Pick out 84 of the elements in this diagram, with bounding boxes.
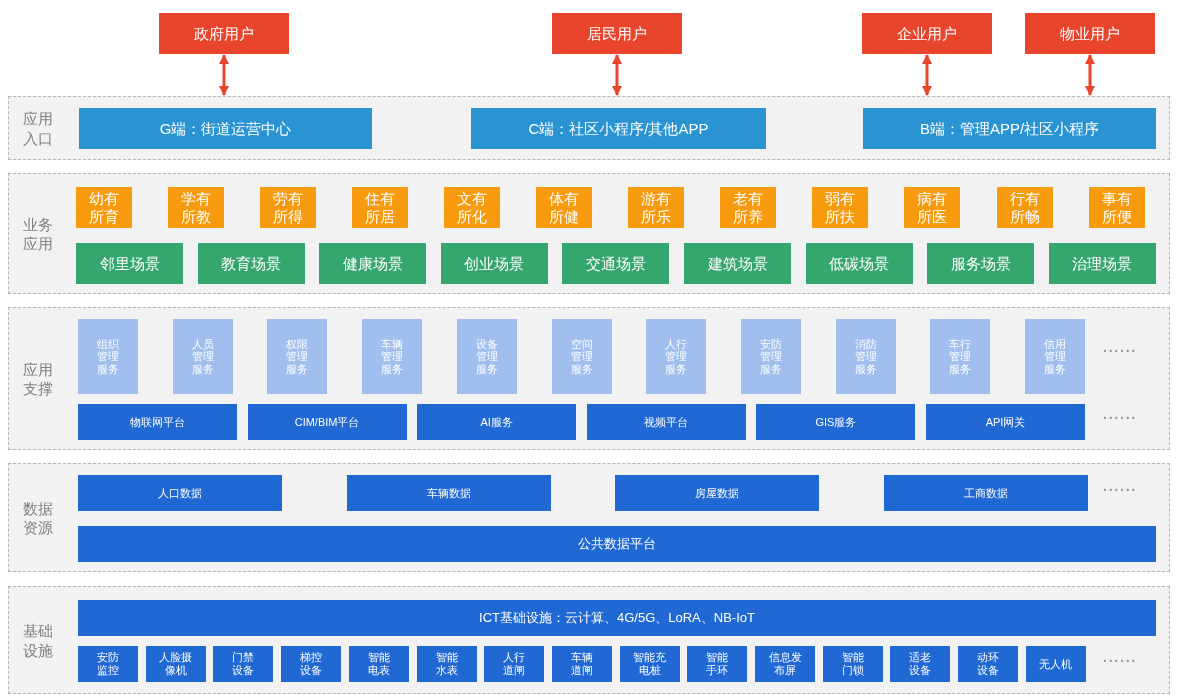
data-box: 房屋数据	[615, 475, 819, 511]
goal-box: 文有所化	[444, 187, 501, 228]
entry-box: B端：管理APP/社区小程序	[863, 108, 1156, 149]
goal-box: 学有所教	[168, 187, 225, 228]
goal-box: 体有所健	[536, 187, 593, 228]
scene-box: 健康场景	[319, 243, 427, 284]
service-box: 消防管理服务	[835, 319, 896, 394]
goal-box: 行有所畅	[996, 187, 1053, 228]
user-box: 物业用户	[1025, 13, 1155, 54]
scene-box: 邻里场景	[76, 243, 183, 284]
goal-box: 弱有所扶	[812, 187, 869, 228]
scene-box: 治理场景	[1048, 243, 1156, 284]
goal-box: 老有所养	[720, 187, 777, 228]
double-arrow	[1084, 53, 1096, 97]
user-box: 企业用户	[862, 13, 992, 54]
scene-box: 教育场景	[197, 243, 305, 284]
service-box: 信用管理服务	[1025, 319, 1085, 394]
service-box: 空间管理服务	[551, 319, 612, 394]
device-box: 动环设备	[958, 646, 1019, 682]
data-box: 人口数据	[78, 475, 282, 511]
double-arrow	[218, 53, 230, 97]
ellipsis-text: ······	[1103, 343, 1137, 359]
device-box: 适老设备	[890, 646, 951, 682]
goal-box: 幼有所育	[76, 187, 132, 228]
device-box: 智能充电桩	[619, 646, 680, 682]
data-box: 车辆数据	[346, 475, 551, 511]
layer-band	[8, 463, 1170, 572]
goal-box: 游有所乐	[628, 187, 685, 228]
user-box: 政府用户	[159, 13, 289, 54]
layer-title: 业务应用	[23, 214, 53, 254]
platform-box: AI服务	[417, 404, 577, 440]
entry-box: C端：社区小程序/其他APP	[471, 108, 766, 149]
service-box: 组织管理服务	[78, 319, 138, 394]
device-box: 梯控设备	[281, 646, 342, 682]
platform-box: 视频平台	[586, 404, 746, 440]
device-box: 智能水表	[416, 646, 477, 682]
device-box: 门禁设备	[213, 646, 274, 682]
goal-box: 住有所居	[352, 187, 409, 228]
device-box: 智能手环	[687, 646, 748, 682]
service-box: 车辆管理服务	[362, 319, 423, 394]
layer-title: 基础设施	[23, 621, 53, 660]
layer-title: 数据资源	[23, 498, 53, 538]
device-box: 安防监控	[78, 646, 138, 682]
service-box: 人行管理服务	[646, 319, 707, 394]
scene-box: 创业场景	[440, 243, 548, 284]
data-box: 工商数据	[883, 475, 1088, 511]
layer-band	[8, 96, 1170, 160]
goal-box: 病有所医	[904, 187, 961, 228]
scene-box: 交通场景	[562, 243, 670, 284]
ellipsis-text: ······	[1103, 653, 1137, 669]
goal-box: 事有所便	[1088, 187, 1145, 228]
service-box: 权限管理服务	[267, 319, 328, 394]
device-box: 智能门锁	[822, 646, 883, 682]
platform-box: API网关	[926, 404, 1085, 440]
service-box: 车行管理服务	[930, 319, 991, 394]
double-arrow	[921, 53, 933, 97]
layer-title: 应用入口	[23, 109, 53, 148]
layer-band	[8, 307, 1170, 450]
device-box: 智能电表	[348, 646, 409, 682]
goal-box: 劳有所得	[260, 187, 317, 228]
service-box: 安防管理服务	[740, 319, 801, 394]
ellipsis-text: ······	[1103, 410, 1137, 426]
platform-box: CIM/BIM平台	[247, 404, 407, 440]
double-arrow	[611, 53, 623, 97]
entry-box: G端：街道运营中心	[79, 108, 372, 149]
layer-band	[8, 586, 1170, 694]
ellipsis-text: ······	[1103, 482, 1137, 498]
layer-title: 应用支撑	[23, 359, 53, 399]
device-box: 信息发布屏	[755, 646, 815, 682]
layer-band	[8, 173, 1170, 294]
platform-bar: 公共数据平台	[78, 526, 1156, 562]
device-box: 无人机	[1025, 646, 1086, 682]
scene-box: 服务场景	[927, 243, 1035, 284]
user-box: 居民用户	[552, 13, 682, 54]
scene-box: 建筑场景	[684, 243, 791, 284]
platform-bar: ICT基础设施：云计算、4G/5G、LoRA、NB-IoT	[78, 600, 1156, 636]
device-box: 车辆道闸	[551, 646, 612, 682]
service-box: 人员管理服务	[172, 319, 233, 394]
scene-box: 低碳场景	[805, 243, 913, 284]
platform-box: 物联网平台	[78, 404, 237, 440]
service-box: 设备管理服务	[456, 319, 517, 394]
device-box: 人行道闸	[484, 646, 545, 682]
platform-box: GIS服务	[756, 404, 916, 440]
device-box: 人脸摄像机	[145, 646, 206, 682]
